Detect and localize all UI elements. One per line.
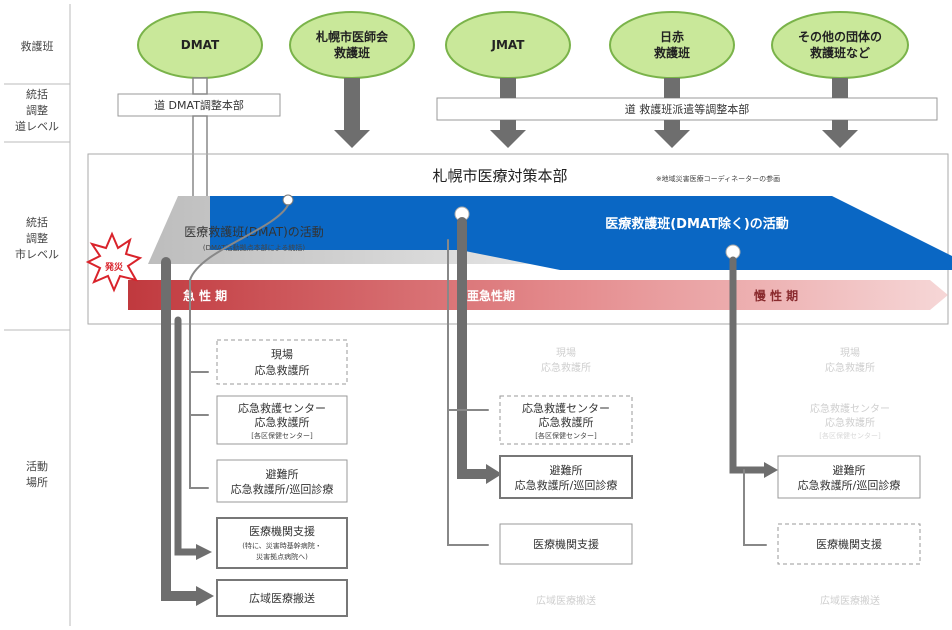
team-others-label-2: 救護班など <box>810 45 870 60</box>
team-red-cross <box>609 11 735 79</box>
svg-text:応急救護所: 応急救護所 <box>825 416 875 429</box>
svg-text:応急救護所: 応急救護所 <box>825 361 875 374</box>
svg-text:避難所: 避難所 <box>833 463 866 477</box>
pref-dispatch-hq-box <box>436 97 938 121</box>
col1-center-box <box>216 395 348 445</box>
svg-text:[各区保健センター]: [各区保健センター] <box>535 431 597 440</box>
col1-shelter-box <box>216 459 348 503</box>
team-dmat-label: DMAT <box>181 38 220 52</box>
city-hq-note: ※地域災害医療コーディネーターの参画 <box>656 174 780 183</box>
phase-arrow <box>128 280 948 310</box>
other-activity-label: 医療救護班(DMAT除く)の活動 <box>605 216 789 232</box>
col2-center-box <box>499 395 633 445</box>
svg-text:応急救護所: 応急救護所 <box>255 415 310 429</box>
row-label-sites-1: 活動 <box>26 459 48 473</box>
city-hq-frame <box>87 153 949 325</box>
col1-support-box <box>216 517 348 569</box>
row-label-city-2: 調整 <box>26 231 48 245</box>
svg-text:災害拠点病院へ): 災害拠点病院へ) <box>256 552 308 561</box>
svg-text:避難所: 避難所 <box>550 463 583 477</box>
row-labels: 救護班 統括 調整 道レベル 統括 調整 市レベル 活動 場所 <box>4 4 71 626</box>
col1-scene-box <box>216 339 348 385</box>
svg-text:応急救護所/巡回診療: 応急救護所/巡回診療 <box>515 478 618 492</box>
onset-burst-icon <box>85 231 143 293</box>
city-hq-title: 札幌市医療対策本部 <box>432 167 567 185</box>
phase-acute: 急 性 期 <box>183 288 227 303</box>
svg-text:[各区保健センター]: [各区保健センター] <box>251 431 313 440</box>
team-others <box>771 11 909 79</box>
svg-text:応急救護センター: 応急救護センター <box>238 401 326 415</box>
col3-shelter-box <box>777 455 921 499</box>
svg-text:応急救護センター: 応急救護センター <box>522 401 610 415</box>
team-sapporo-medical <box>289 11 415 79</box>
svg-text:医療機関支援: 医療機関支援 <box>249 524 315 538</box>
other-activity-band <box>210 196 952 270</box>
team-others-label-1: その他の団体の <box>798 29 882 44</box>
svg-text:応急救護所: 応急救護所 <box>255 363 310 377</box>
team-sapporo-label-1: 札幌市医師会 <box>315 29 389 44</box>
phase-chronic: 慢 性 期 <box>754 288 798 303</box>
row-label-city-1: 統括 <box>26 215 48 229</box>
onset-label: 発災 <box>104 261 124 273</box>
svg-text:現場: 現場 <box>840 346 860 359</box>
row-label-city-3: 市レベル <box>15 247 59 261</box>
svg-text:応急救護所/巡回診療: 応急救護所/巡回診療 <box>798 478 901 492</box>
dmat-activity-note: (DMAT活動拠点本部による統括) <box>203 243 305 252</box>
svg-text:現場: 現場 <box>271 348 293 361</box>
team-jmat-label: JMAT <box>491 38 526 52</box>
svg-text:現場: 現場 <box>556 346 576 359</box>
col3-support-box <box>777 523 921 565</box>
svg-text:(特に、災害時基幹病院・: (特に、災害時基幹病院・ <box>242 541 322 550</box>
svg-text:避難所: 避難所 <box>266 467 299 481</box>
svg-text:応急救護所: 応急救護所 <box>541 361 591 374</box>
svg-text:広域医療搬送: 広域医療搬送 <box>536 594 596 607</box>
col2-support-box <box>499 523 633 565</box>
sites-column-3: 現場 応急救護所 応急救護センター 応急救護所 [各区保健センター] 避難所 応… <box>777 346 921 607</box>
row-label-pref-1: 統括 <box>26 87 48 101</box>
row-label-sites-2: 場所 <box>26 476 48 489</box>
svg-text:医療機関支援: 医療機関支援 <box>816 537 882 551</box>
sites-column-2: 現場 応急救護所 応急救護センター 応急救護所 [各区保健センター] 避難所 応… <box>499 346 633 607</box>
col1-transport-box <box>216 579 348 617</box>
svg-text:応急救護所/巡回診療: 応急救護所/巡回診療 <box>231 482 334 496</box>
team-sapporo-label-2: 救護班 <box>334 45 370 60</box>
svg-text:医療機関支援: 医療機関支援 <box>533 537 599 551</box>
svg-text:応急救護所: 応急救護所 <box>539 415 594 429</box>
team-arrows <box>334 78 858 148</box>
row-label-pref-3: 道レベル <box>15 119 59 133</box>
row-label-pref-2: 調整 <box>26 103 48 117</box>
svg-text:応急救護センター: 応急救護センター <box>810 402 890 415</box>
phase-subacute: 亜急性期 <box>467 288 515 303</box>
svg-text:広域医療搬送: 広域医療搬送 <box>249 591 315 605</box>
flow-heads <box>196 462 778 606</box>
pref-dmat-hq-label: 道 DMAT調整本部 <box>154 98 244 112</box>
row-label-teams: 救護班 <box>21 39 54 53</box>
svg-text:[各区保健センター]: [各区保健センター] <box>819 431 881 440</box>
col2-shelter-box <box>499 455 633 499</box>
pref-dispatch-hq-label: 道 救護班派遣等調整本部 <box>625 102 750 116</box>
team-red-cross-label-1: 日赤 <box>660 29 684 44</box>
dmat-activity-dot <box>282 194 294 206</box>
team-red-cross-label-2: 救護班 <box>654 45 690 60</box>
flow-lines <box>161 204 770 601</box>
sites-column-1: 現場 応急救護所 応急救護センター 応急救護所 [各区保健センター] 避難所 応… <box>216 339 348 617</box>
svg-text:広域医療搬送: 広域医療搬送 <box>820 594 880 607</box>
teams: DMAT 札幌市医師会 救護班 JMAT 日赤 救護班 その他の団体の 救護班な… <box>137 11 909 79</box>
